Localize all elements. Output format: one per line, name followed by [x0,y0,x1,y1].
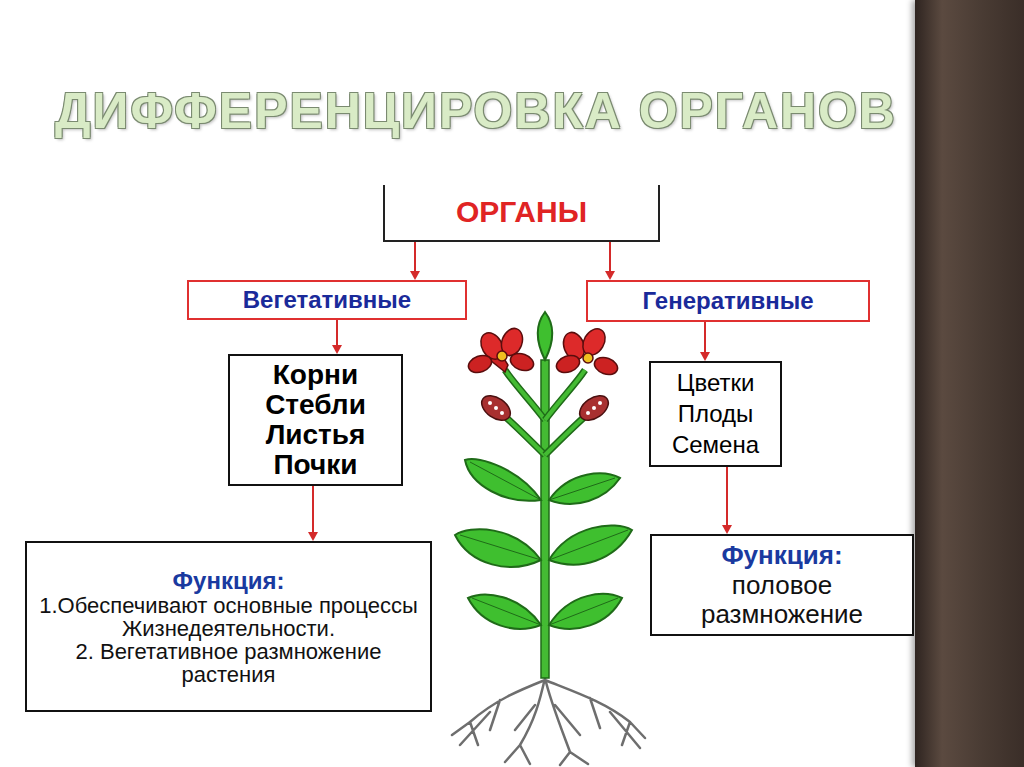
plant-shape [497,351,507,361]
plant-shape [494,406,498,410]
function-body: половое размножение [660,571,904,628]
organ-list: Корни Стебли Листья Почки [238,360,393,480]
plant-shape [586,411,590,415]
connector-line [704,322,706,352]
plant-shape [538,312,553,360]
arrow-connector [308,486,318,541]
connector-line [609,242,611,271]
plant-shape [488,401,492,405]
category-box: Вегетативные [187,280,467,320]
leaf-veins [460,462,628,625]
fruits [477,391,613,426]
arrow-connector [410,242,420,280]
slide-title: ДИФФЕРЕНЦИРОВКА ОРГАНОВ [55,82,897,140]
plant-shape [500,411,504,415]
category-box: Генеративные [586,280,870,322]
plant-shape [592,406,596,410]
side-band [915,0,1024,767]
plant-shape [455,529,541,567]
arrow-connector [700,322,710,361]
plant-shape [460,462,628,625]
connector-line [336,320,338,345]
arrowhead [308,532,318,541]
arrowhead [410,271,420,280]
root-label: ОРГАНЫ [456,195,587,230]
connector-line [414,242,416,271]
plant-shape [583,353,593,363]
arrow-connector [722,467,732,534]
connector-line [312,486,314,532]
roots [452,678,645,765]
plant-shape [578,325,609,359]
plant-shape [592,354,620,377]
arrowhead [700,352,710,361]
arrow-connector [605,242,615,280]
arrowhead [605,271,615,280]
organ-list-box: Корни Стебли Листья Почки [228,354,403,486]
plant-shape [549,594,622,629]
plant-shape [575,391,613,426]
plant-shape [554,352,582,375]
stem [500,360,590,678]
flowers [466,325,620,378]
organ-list-box: Цветки Плоды Семена [649,361,782,467]
category-label: Генеративные [642,287,813,315]
function-heading: Функция: [173,567,285,595]
function-box: Функция:половое размножение [650,534,914,636]
plant-shape [488,401,602,415]
plant-shape [598,401,602,405]
connector-line [726,467,728,525]
plant-shape [508,350,536,373]
plant-shape [541,360,549,678]
arrowhead [722,525,732,534]
arrowhead [332,345,342,354]
function-item: 2. Вегетативное размножение растения [35,640,422,686]
plant-shape [549,525,632,564]
plant-shape [452,678,645,765]
root-box: ОРГАНЫ [383,185,660,242]
organ-list: Цветки Плоды Семена [659,367,772,461]
function-item: 1.Обеспечивают основные процессы Жизнеде… [35,594,422,640]
category-label: Вегетативные [243,286,411,314]
plant-shape [477,391,515,426]
function-box: Функция:1.Обеспечивают основные процессы… [25,541,432,712]
plant-shape [468,595,541,629]
leaves [455,312,632,629]
arrow-connector [332,320,342,354]
plant-shape [466,352,494,375]
function-heading: Функция: [721,541,842,571]
